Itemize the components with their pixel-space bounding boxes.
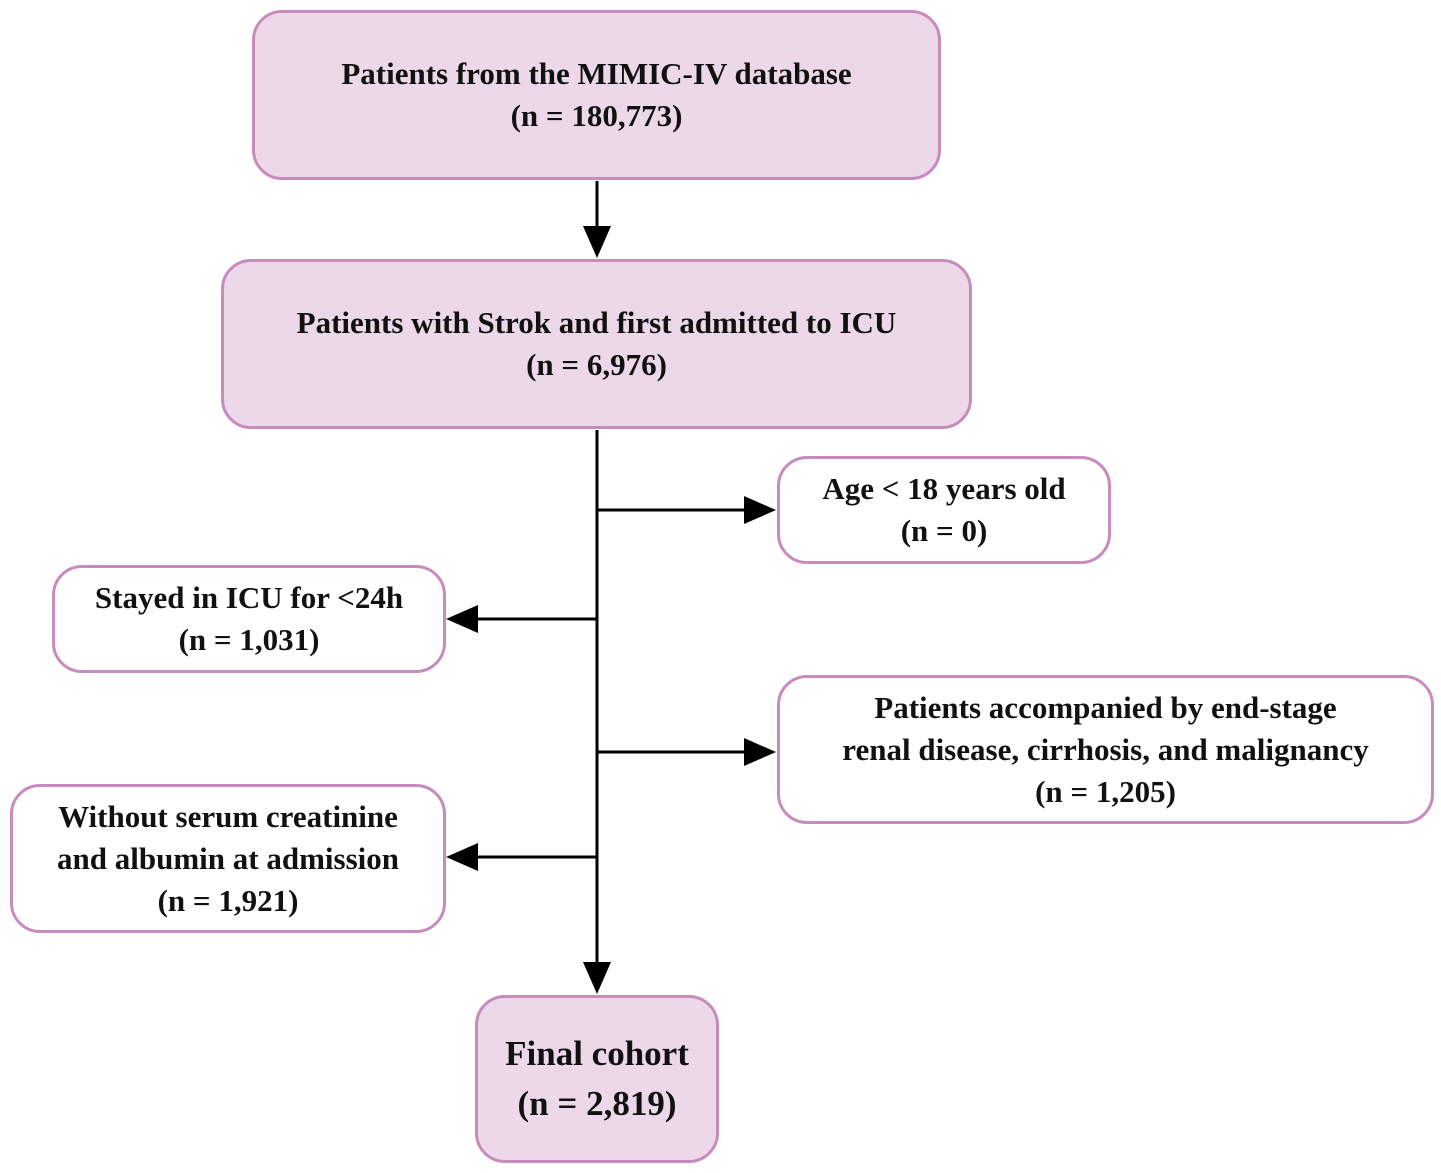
source-population-count: (n = 180,773): [510, 98, 683, 133]
final-cohort-label: Final cohort: [505, 1034, 689, 1073]
icu-stay-exclusion-box: Stayed in ICU for <24h (n = 1,031): [52, 565, 446, 673]
icu-stay-exclusion-label: Stayed in ICU for <24h: [94, 580, 404, 615]
age-exclusion-count: (n = 0): [900, 513, 988, 548]
arrow-to-labs-exclusion: [446, 843, 597, 871]
arrow-to-comorbid-exclusion: [597, 738, 776, 766]
final-cohort-box: Final cohort (n = 2,819): [475, 995, 719, 1163]
stroke-icu-box: Patients with Strok and first admitted t…: [221, 259, 972, 429]
stroke-icu-count: (n = 6,976): [526, 347, 667, 382]
stroke-icu-label: Patients with Strok and first admitted t…: [296, 305, 897, 340]
source-population-label: Patients from the MIMIC-IV database: [341, 56, 852, 91]
arrow-to-age-exclusion: [597, 496, 776, 524]
comorbidity-exclusion-count: (n = 1,205): [1035, 773, 1176, 809]
trunk-line: [583, 430, 611, 994]
labs-exclusion-count: (n = 1,921): [157, 882, 299, 918]
source-population-box: Patients from the MIMIC-IV database (n =…: [252, 10, 941, 180]
labs-exclusion-label-line1: Without serum creatinine: [58, 798, 398, 834]
labs-exclusion-label-line2: and albumin at admission: [57, 840, 399, 876]
labs-exclusion-box: Without serum creatinine and albumin at …: [10, 784, 446, 933]
arrow-to-stay-exclusion: [446, 605, 597, 633]
age-exclusion-box: Age < 18 years old (n = 0): [777, 456, 1111, 564]
comorbidity-exclusion-label-line1: Patients accompanied by end-stage: [874, 689, 1337, 725]
icu-stay-exclusion-count: (n = 1,031): [178, 622, 320, 657]
comorbidity-exclusion-label-line2: renal disease, cirrhosis, and malignancy: [842, 731, 1369, 767]
arrow-source-to-stroke: [583, 181, 611, 258]
age-exclusion-label: Age < 18 years old: [822, 471, 1066, 506]
final-cohort-count: (n = 2,819): [517, 1084, 677, 1123]
comorbidity-exclusion-box: Patients accompanied by end-stage renal …: [777, 675, 1434, 824]
